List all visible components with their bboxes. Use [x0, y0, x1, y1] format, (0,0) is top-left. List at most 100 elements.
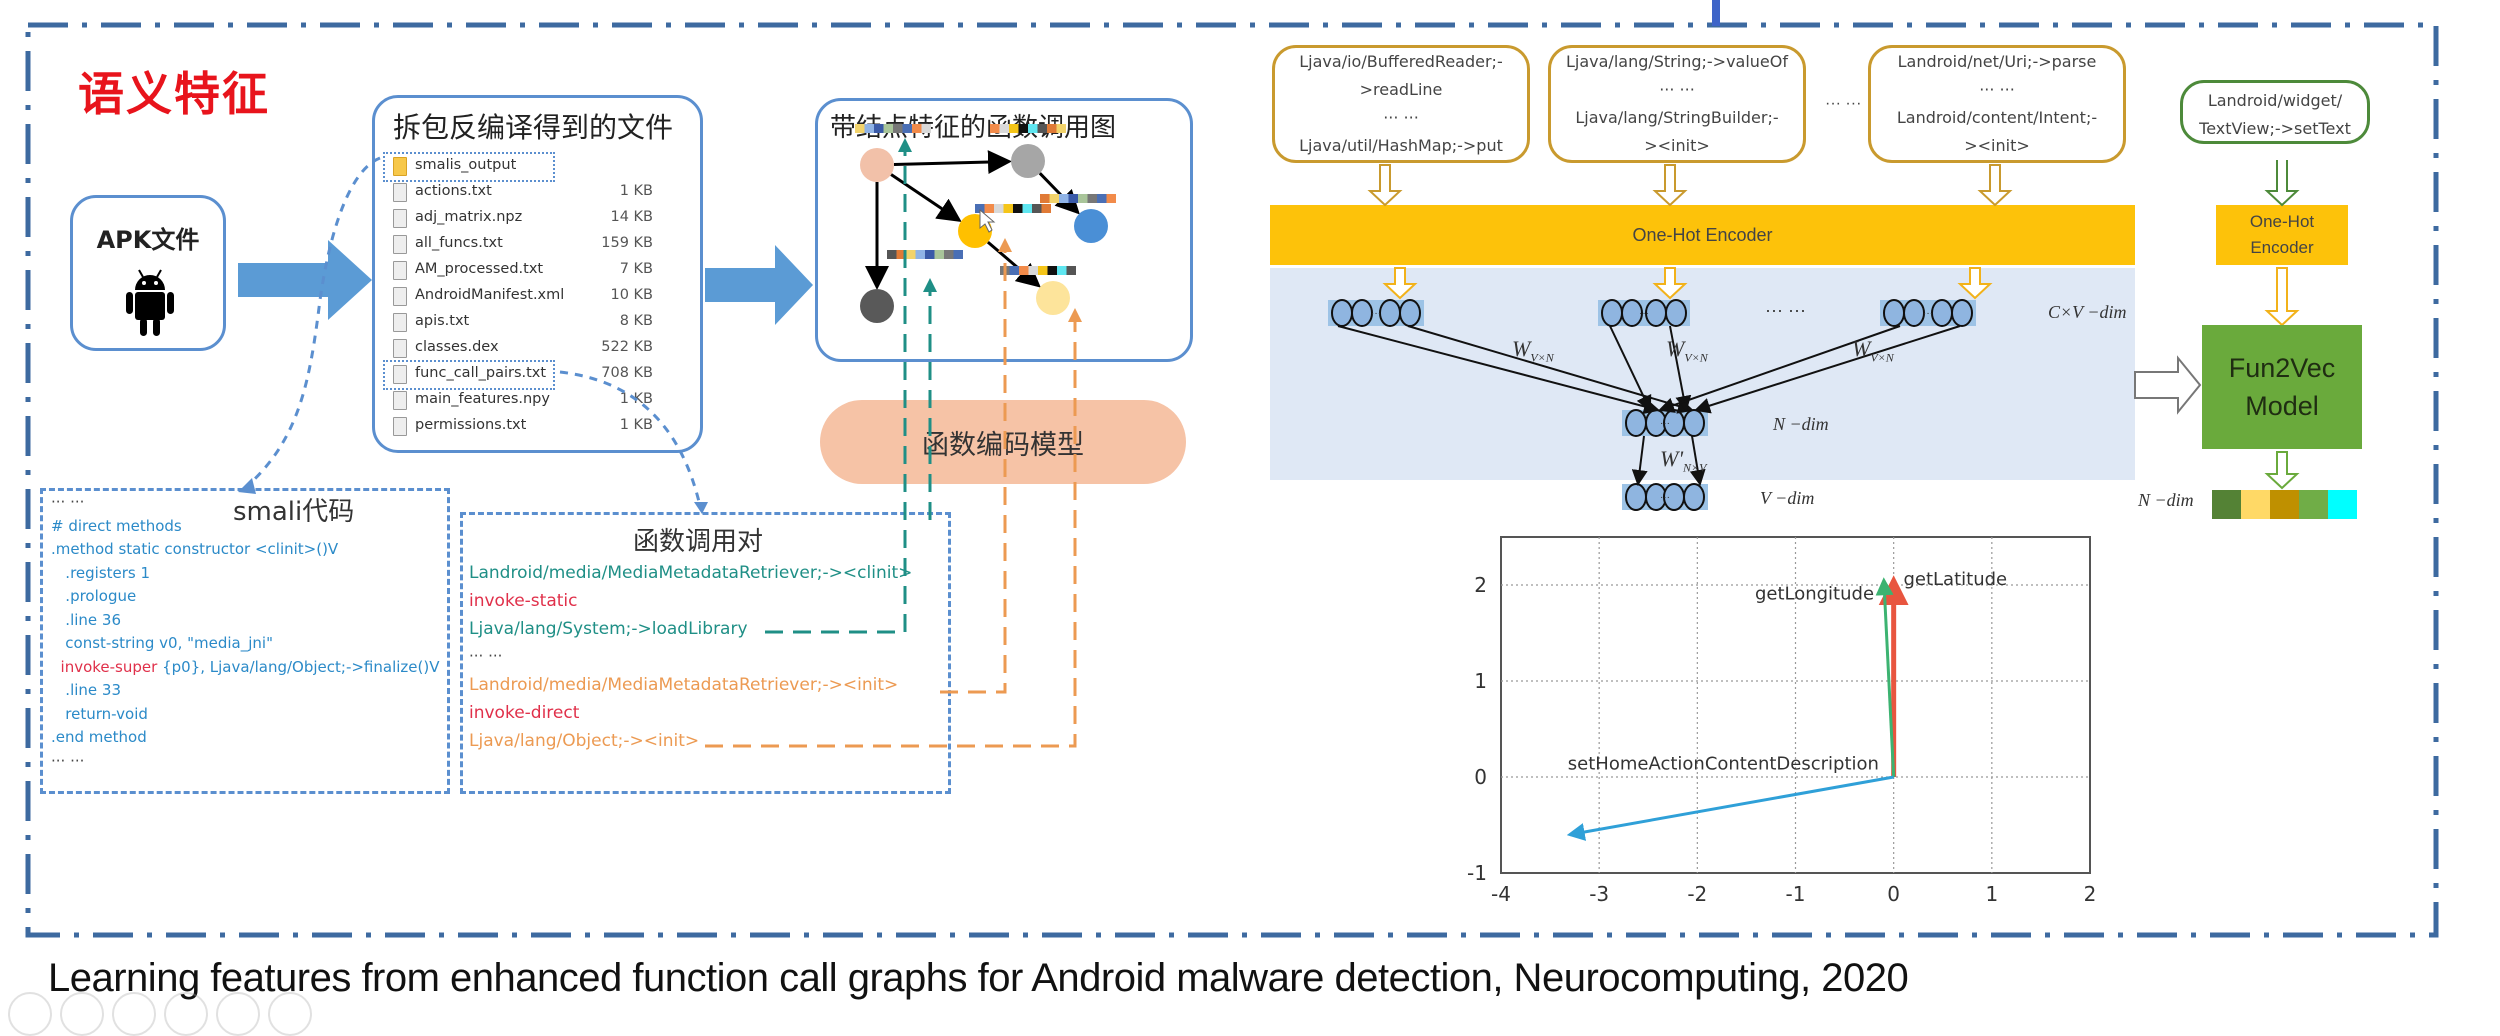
target-api-line: Landroid/widget/	[2207, 91, 2343, 110]
hollow-arrow-icon	[1977, 164, 2013, 207]
file-row[interactable]: AM_processed.txt 7 KB	[393, 259, 653, 283]
api-input-line: Ljava/lang/String;->valueOf	[1565, 52, 1788, 71]
call-graph-node	[1011, 144, 1045, 178]
file-size: 14 KB	[610, 209, 653, 225]
file-name: apis.txt	[415, 313, 470, 329]
call-edge	[986, 240, 1041, 288]
call-graph-node	[860, 289, 894, 323]
input-layer: ···	[1880, 299, 1976, 327]
file-size: 7 KB	[619, 261, 653, 277]
call-pair-line: invoke-direct	[469, 703, 580, 723]
slide-marker	[1712, 0, 1720, 26]
call-pair-line: ··· ···	[469, 647, 503, 665]
y-tick-label: -1	[1467, 861, 1487, 885]
hollow-arrow-icon	[1957, 267, 1993, 300]
file-name: permissions.txt	[415, 417, 527, 433]
one-hot-encoder-bar: One-Hot Encoder	[1270, 205, 2135, 265]
one-hot-label: Encoder	[2250, 238, 2314, 257]
decompiled-files-title: 拆包反编译得到的文件	[393, 111, 674, 144]
file-size: 10 KB	[610, 287, 653, 303]
file-row[interactable]: permissions.txt 1 KB	[393, 415, 653, 439]
smali-text: .end method	[51, 728, 147, 746]
presentation-toolbar	[0, 990, 320, 1036]
weight-edge	[1689, 435, 1706, 486]
x-tick-label: 2	[2084, 882, 2097, 906]
api-input-line: Landroid/net/Uri;->parse	[1897, 52, 2097, 71]
api-input-box: Ljava/lang/String;->valueOf ··· ··· Ljava/…	[1548, 45, 1806, 163]
slides-icon[interactable]	[164, 992, 208, 1036]
smali-text: {p0}, Ljava/lang/Object;->finalize()V	[157, 657, 440, 676]
call-pair-line: Ljava/lang/System;->loadLibrary	[469, 619, 748, 639]
output-vector	[2212, 490, 2357, 519]
file-name: main_features.npy	[415, 391, 550, 407]
output-layer: ···	[1622, 483, 1708, 511]
svg-text:···: ···	[1371, 308, 1381, 319]
output-dim-label: N −dim	[2138, 490, 2194, 510]
weight-edge	[1669, 325, 1692, 412]
file-icon	[393, 417, 407, 436]
file-name: AM_processed.txt	[415, 261, 544, 277]
cbow-network-diagram: ··· ··· ··· ··· ···	[1328, 160, 2300, 511]
svg-text:···: ···	[1660, 418, 1670, 429]
file-row[interactable]: apis.txt 8 KB	[393, 311, 653, 335]
hollow-arrow-icon	[1367, 164, 1403, 207]
file-row[interactable]: smalis_output	[393, 155, 653, 179]
call-graph-node	[1036, 281, 1070, 315]
next-icon[interactable]	[60, 992, 104, 1036]
api-input-line: Ljava/util/HashMap;->put	[1299, 136, 1503, 155]
one-hot-encoder-small: One-Hot Encoder	[2216, 205, 2348, 265]
api-input-line: Landroid/content/Intent;-	[1896, 108, 2098, 127]
weight-edge	[1658, 325, 1901, 413]
file-size: 8 KB	[619, 313, 653, 329]
zoom-icon[interactable]	[216, 992, 260, 1036]
file-name: smalis_output	[415, 157, 517, 173]
call-edge	[890, 173, 962, 223]
smali-line: .prologue	[51, 587, 136, 605]
flow-arrow-icon	[238, 240, 372, 320]
smali-text: .line 36	[51, 610, 121, 629]
file-icon	[393, 209, 407, 228]
smali-text: .prologue	[51, 587, 137, 605]
pen-icon[interactable]	[112, 992, 156, 1036]
network-ellipsis: ··· ···	[1765, 300, 1806, 320]
api-input-line: ··· ···	[1659, 80, 1695, 99]
api-input-line: >readLine	[1359, 80, 1443, 99]
file-size: 1 KB	[619, 417, 653, 433]
node-feature-vector	[1040, 194, 1116, 203]
smali-line: .method static constructor <clinit>()V	[51, 540, 338, 558]
vector-label: getLongitude	[1755, 583, 1874, 604]
smali-line: ··· ···	[51, 493, 84, 511]
call-edge	[893, 150, 1013, 175]
previous-icon[interactable]	[8, 992, 52, 1036]
node-feature-vector	[887, 250, 963, 259]
api-input-box: Landroid/net/Uri;->parse··· ···Landroid/…	[1868, 45, 2126, 163]
x-tick-label: -4	[1491, 882, 1511, 906]
hollow-arrow-icon	[2264, 160, 2300, 207]
highlight-smalis-output	[383, 152, 555, 182]
file-name: all_funcs.txt	[415, 235, 503, 251]
android-robot-icon	[126, 269, 174, 336]
api-input-line: Ljava/io/BufferedReader;-	[1299, 52, 1503, 71]
more-icon[interactable]	[268, 992, 312, 1036]
smali-text: invoke-super	[51, 657, 158, 676]
file-icon	[393, 313, 407, 332]
vector-cell	[2328, 490, 2357, 519]
node-feature-vector	[990, 124, 1066, 133]
api-input-line: ><init>	[1964, 136, 2030, 155]
call-pair-line: Ljava/lang/Object;-><init>	[469, 731, 700, 751]
weight-label-3: WV×N	[1852, 336, 1894, 365]
function-encoding-model: 函数编码模型	[820, 400, 1186, 484]
api-input-line: Ljava/lang/StringBuilder;-	[1575, 108, 1779, 127]
input-layer: ···	[1598, 299, 1690, 327]
vector-cell	[2270, 490, 2299, 519]
target-api-line: TextView;->setText	[2199, 119, 2351, 138]
node-feature-vector	[975, 204, 1051, 213]
smali-text: return-void	[51, 704, 148, 723]
weight-edge	[1609, 325, 1652, 412]
